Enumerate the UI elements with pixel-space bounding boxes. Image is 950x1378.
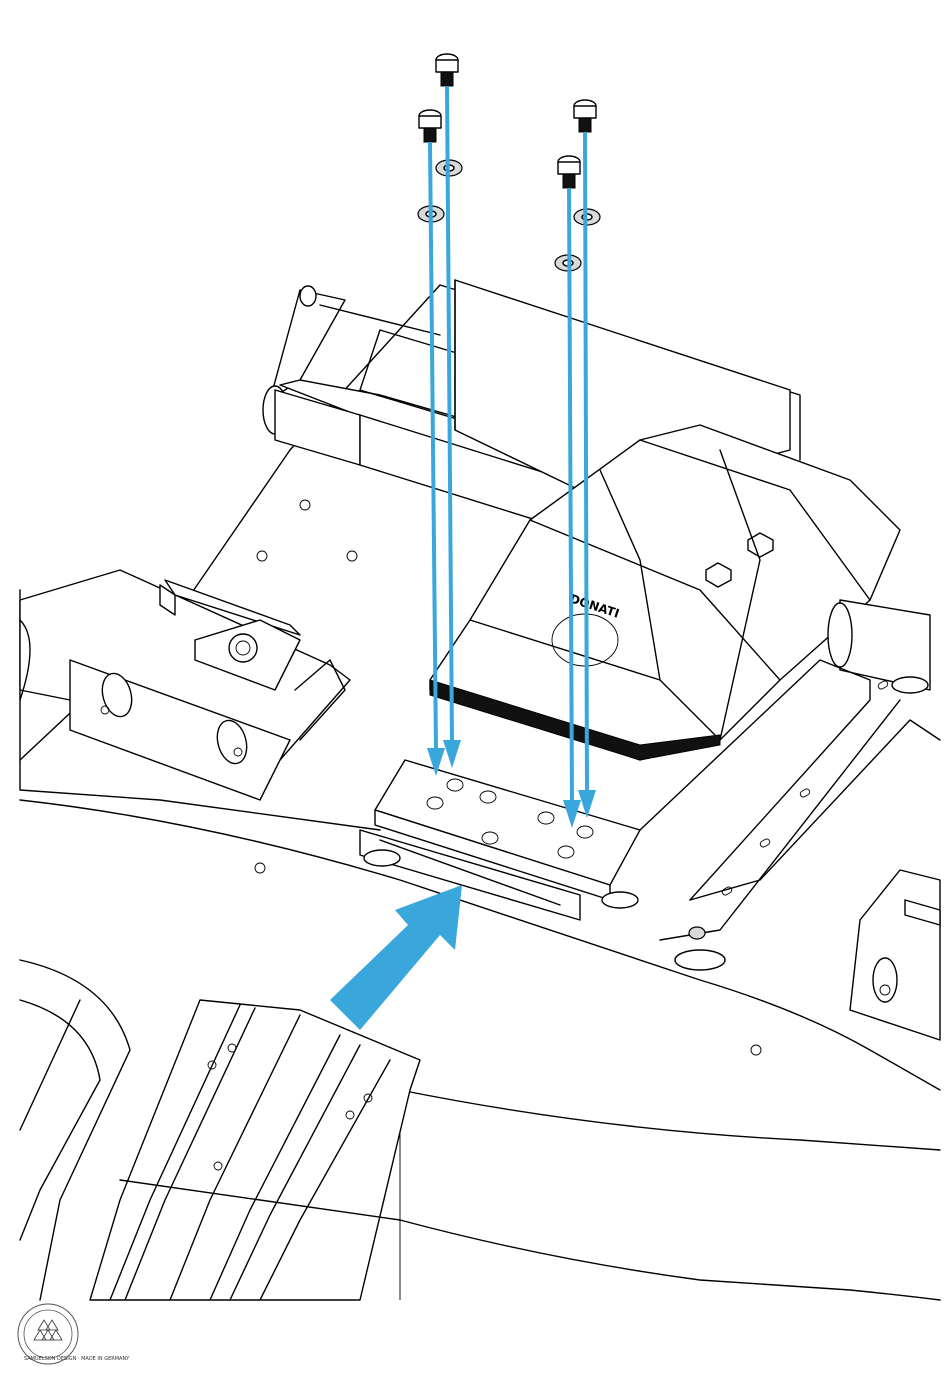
right-clamp [850, 870, 940, 1040]
screw-left-top [436, 54, 458, 86]
screw-left-lower [419, 110, 441, 142]
left-clamp [20, 570, 350, 800]
screw-right-top [574, 100, 596, 132]
insert-arrow-icon [330, 885, 462, 1030]
seal-logo: SAMUELSON DESIGN · MADE IN GERMANY [18, 1304, 130, 1364]
seal-text: SAMUELSON DESIGN · MADE IN GERMANY [24, 1356, 130, 1362]
mount-plate [360, 760, 640, 920]
screw-right-lower [558, 156, 580, 188]
